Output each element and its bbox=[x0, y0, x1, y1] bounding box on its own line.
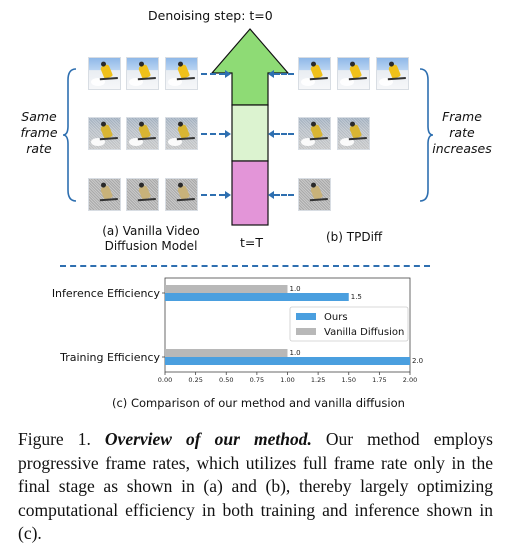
frame-thumbnail bbox=[298, 117, 331, 150]
frame-thumbnail bbox=[126, 117, 159, 150]
x-tick-label: 0.50 bbox=[219, 376, 233, 384]
bar-vanilla bbox=[165, 349, 288, 357]
connector-arrow bbox=[268, 130, 294, 138]
frame-thumbnail bbox=[88, 57, 121, 90]
denoising-arrow bbox=[210, 28, 290, 226]
frame-thumbnail bbox=[298, 57, 331, 90]
denoising-step-label: Denoising step: t=0 bbox=[148, 8, 273, 23]
figure-caption: Figure 1. Overview of our method. Our me… bbox=[18, 428, 493, 546]
connector-arrow bbox=[201, 130, 231, 138]
frame-thumbnail bbox=[88, 178, 121, 211]
x-tick-label: 1.50 bbox=[342, 376, 356, 384]
category-label: Training Efficiency bbox=[59, 351, 160, 364]
bar-vanilla bbox=[165, 285, 288, 293]
bar-value-label: 1.5 bbox=[351, 293, 362, 301]
x-tick-label: 0.25 bbox=[188, 376, 202, 384]
arrow-head bbox=[210, 28, 290, 106]
frame-thumbnail bbox=[88, 117, 121, 150]
stage-middle bbox=[231, 104, 269, 162]
caption-title: Overview of our method. bbox=[104, 429, 312, 449]
x-tick-label: 0.75 bbox=[250, 376, 264, 384]
frame-thumbnail bbox=[126, 178, 159, 211]
same-frame-rate-label: Same frame rate bbox=[20, 109, 58, 156]
chart-legend bbox=[289, 306, 409, 342]
bar-value-label: 1.0 bbox=[290, 349, 301, 357]
efficiency-bar-chart: 1.0 1.5 Inference Efficiency 1.0 2.0 Training… bbox=[52, 277, 423, 384]
x-tick-label: 1.75 bbox=[372, 376, 386, 384]
subcaption-a: (a) Vanilla Video Diffusion Model bbox=[102, 224, 200, 253]
x-tick-label: 1.25 bbox=[311, 376, 325, 384]
connector-arrow bbox=[201, 70, 231, 78]
frame-thumbnail bbox=[376, 57, 409, 90]
x-tick-label: 0.00 bbox=[158, 376, 172, 384]
subcaption-c: (c) Comparison of our method and vanilla… bbox=[112, 396, 405, 410]
bar-ours bbox=[165, 293, 349, 301]
legend-swatch bbox=[296, 313, 316, 320]
subcaption-b: (b) TPDiff bbox=[326, 230, 383, 244]
frame-thumbnail bbox=[165, 178, 198, 211]
bar-value-label: 1.0 bbox=[290, 285, 301, 293]
category-label: Inference Efficiency bbox=[52, 287, 161, 300]
frame-thumbnail bbox=[337, 57, 370, 90]
x-tick-label: 2.00 bbox=[403, 376, 417, 384]
frame-thumbnail bbox=[165, 117, 198, 150]
frame-thumbnail bbox=[298, 178, 331, 211]
frame-thumbnail bbox=[126, 57, 159, 90]
frame-rate-increases-label: Frame rate increases bbox=[432, 109, 492, 156]
bar-value-label: 2.0 bbox=[412, 357, 423, 365]
legend-label: Ours bbox=[324, 312, 348, 323]
figure-label: Figure 1. bbox=[18, 429, 91, 449]
legend-label: Vanilla Diffusion bbox=[324, 327, 404, 338]
left-brace bbox=[62, 68, 77, 202]
right-brace bbox=[419, 68, 434, 202]
frame-thumbnail bbox=[165, 57, 198, 90]
t-T-label: t=T bbox=[240, 235, 264, 250]
bar-ours bbox=[165, 357, 410, 365]
frame-thumbnail bbox=[337, 117, 370, 150]
connector-arrow bbox=[201, 191, 231, 199]
connector-arrow bbox=[268, 191, 294, 199]
section-divider bbox=[60, 265, 430, 267]
stage-bottom bbox=[231, 160, 269, 226]
connector-arrow bbox=[268, 70, 294, 78]
legend-swatch bbox=[296, 328, 316, 335]
x-tick-label: 1.00 bbox=[280, 376, 294, 384]
